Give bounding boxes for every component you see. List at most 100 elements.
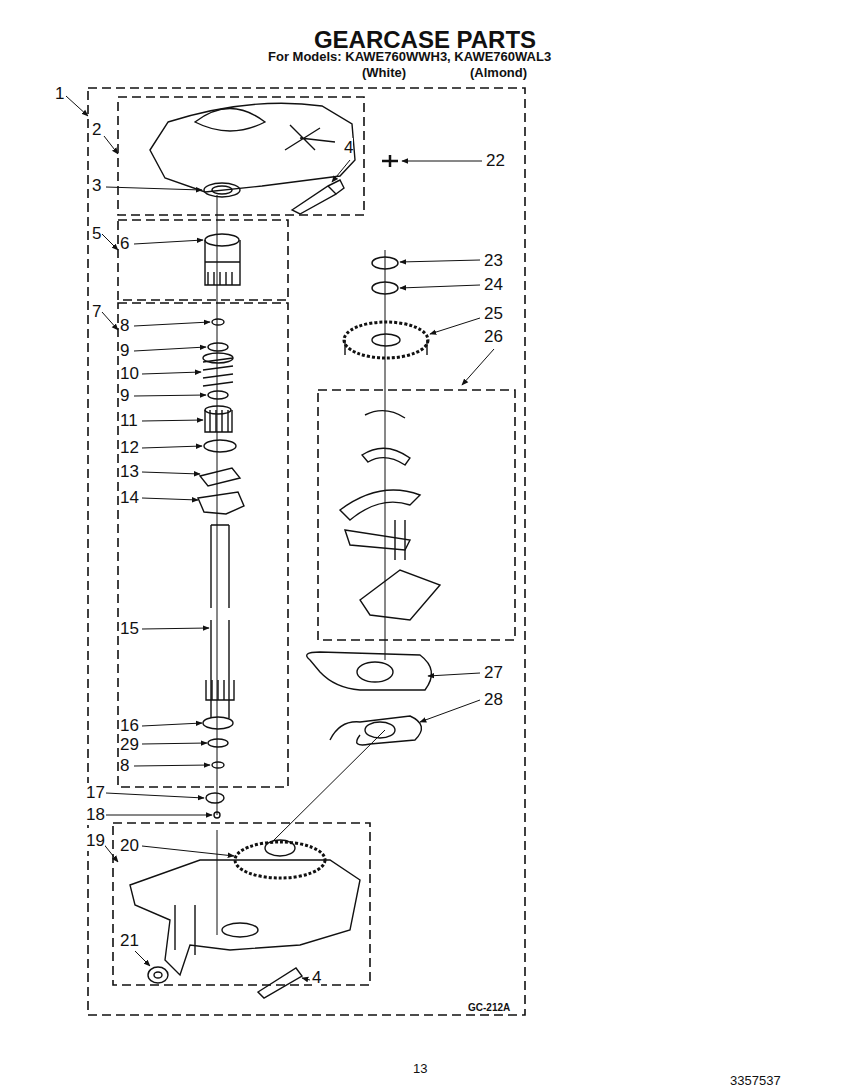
leader-line <box>134 240 203 244</box>
ring-part <box>212 762 224 768</box>
callout-number: 28 <box>484 690 503 710</box>
leader-line <box>142 846 234 856</box>
callout-number: 26 <box>484 327 503 347</box>
leader-line <box>142 743 207 744</box>
callout-number: 10 <box>120 364 139 384</box>
ring-part <box>203 353 233 363</box>
callout-number: 7 <box>92 302 101 322</box>
part-outline <box>130 860 360 975</box>
leader-line <box>400 260 480 262</box>
ring-part <box>235 842 325 878</box>
callout-number: 11 <box>120 411 138 431</box>
color-note: (Almond) <box>470 66 527 81</box>
ring-part <box>222 923 258 937</box>
ring-part <box>344 322 428 358</box>
ring-part <box>212 319 224 325</box>
ring-part <box>206 793 224 803</box>
callout-number: 4 <box>312 968 321 988</box>
leader-line <box>66 96 88 116</box>
callout-number: 13 <box>120 462 139 482</box>
leader-line <box>142 628 209 629</box>
callout-number: 9 <box>120 341 129 361</box>
leader-line <box>302 978 310 980</box>
ring-part <box>204 440 236 452</box>
part-outline <box>175 905 195 955</box>
callout-number: 21 <box>120 931 139 951</box>
part-outline <box>208 272 232 285</box>
part-outline <box>285 125 335 150</box>
ring-part <box>154 972 162 978</box>
callout-number: 1 <box>55 84 64 104</box>
part-outline <box>198 492 244 514</box>
callout-number: 2 <box>92 120 101 140</box>
ring-part <box>203 717 233 729</box>
group-box <box>118 220 288 300</box>
ring-part <box>208 343 228 351</box>
centre-line <box>217 830 218 935</box>
centre-line <box>272 730 385 842</box>
callout-number: 17 <box>86 783 105 803</box>
model-line: For Models: KAWE760WWH3, KAWE760WAL3 <box>268 50 551 65</box>
callout-number: 20 <box>120 836 139 856</box>
leader-line <box>420 700 480 722</box>
ring-part <box>208 739 228 747</box>
callout-number: 8 <box>120 316 129 336</box>
part-outline <box>205 240 240 285</box>
ring-part <box>148 967 168 983</box>
leader-line <box>134 347 206 351</box>
leader-line <box>134 395 206 396</box>
leader-line <box>142 472 200 474</box>
ring-part <box>372 257 398 269</box>
leader-line <box>134 765 210 766</box>
ring-part <box>372 334 400 346</box>
ring-part <box>265 840 295 856</box>
group-box <box>88 88 525 1015</box>
group-box <box>118 97 364 215</box>
part-outline <box>195 109 265 132</box>
leader-line <box>142 498 198 500</box>
leader-line <box>430 318 480 334</box>
callout-number: 27 <box>484 663 503 683</box>
ring-part <box>205 234 239 246</box>
leader-line <box>142 372 201 374</box>
leader-line <box>428 673 480 676</box>
part-outline <box>362 411 410 465</box>
leader-line <box>462 349 494 385</box>
ring-part <box>372 282 398 294</box>
screw <box>382 155 398 167</box>
leader-line <box>332 160 350 182</box>
ring-part <box>214 812 220 818</box>
part-outline <box>360 520 440 620</box>
callout-number: 19 <box>86 831 105 851</box>
page-number: 13 <box>413 1062 427 1077</box>
callout-number: 22 <box>486 151 505 171</box>
callout-number: 29 <box>120 735 139 755</box>
leader-line <box>400 285 480 288</box>
part-outline <box>345 340 427 355</box>
ring-part <box>357 662 393 682</box>
document-number: 3357537 <box>730 1074 781 1089</box>
ring-part <box>208 391 228 399</box>
part-outline <box>150 103 355 192</box>
leader-line <box>142 420 203 421</box>
leader-line <box>106 187 202 190</box>
callout-number: 5 <box>92 224 101 244</box>
group-box <box>113 823 370 985</box>
callout-number: 18 <box>86 805 105 825</box>
part-outline <box>258 968 302 998</box>
callout-number: 6 <box>120 234 129 254</box>
part-outline <box>211 525 229 718</box>
callout-number: 4 <box>344 138 353 158</box>
callout-number: 9 <box>120 386 129 406</box>
illustration <box>66 88 525 1015</box>
ring-part <box>205 406 231 414</box>
leader-line <box>102 234 118 250</box>
leader-line <box>134 950 150 966</box>
part-outline <box>330 716 421 745</box>
callout-number: 12 <box>120 438 139 458</box>
color-note: (White) <box>362 66 406 81</box>
callout-number: 3 <box>92 176 101 196</box>
ring-part <box>365 722 395 738</box>
leader-line <box>102 312 118 330</box>
